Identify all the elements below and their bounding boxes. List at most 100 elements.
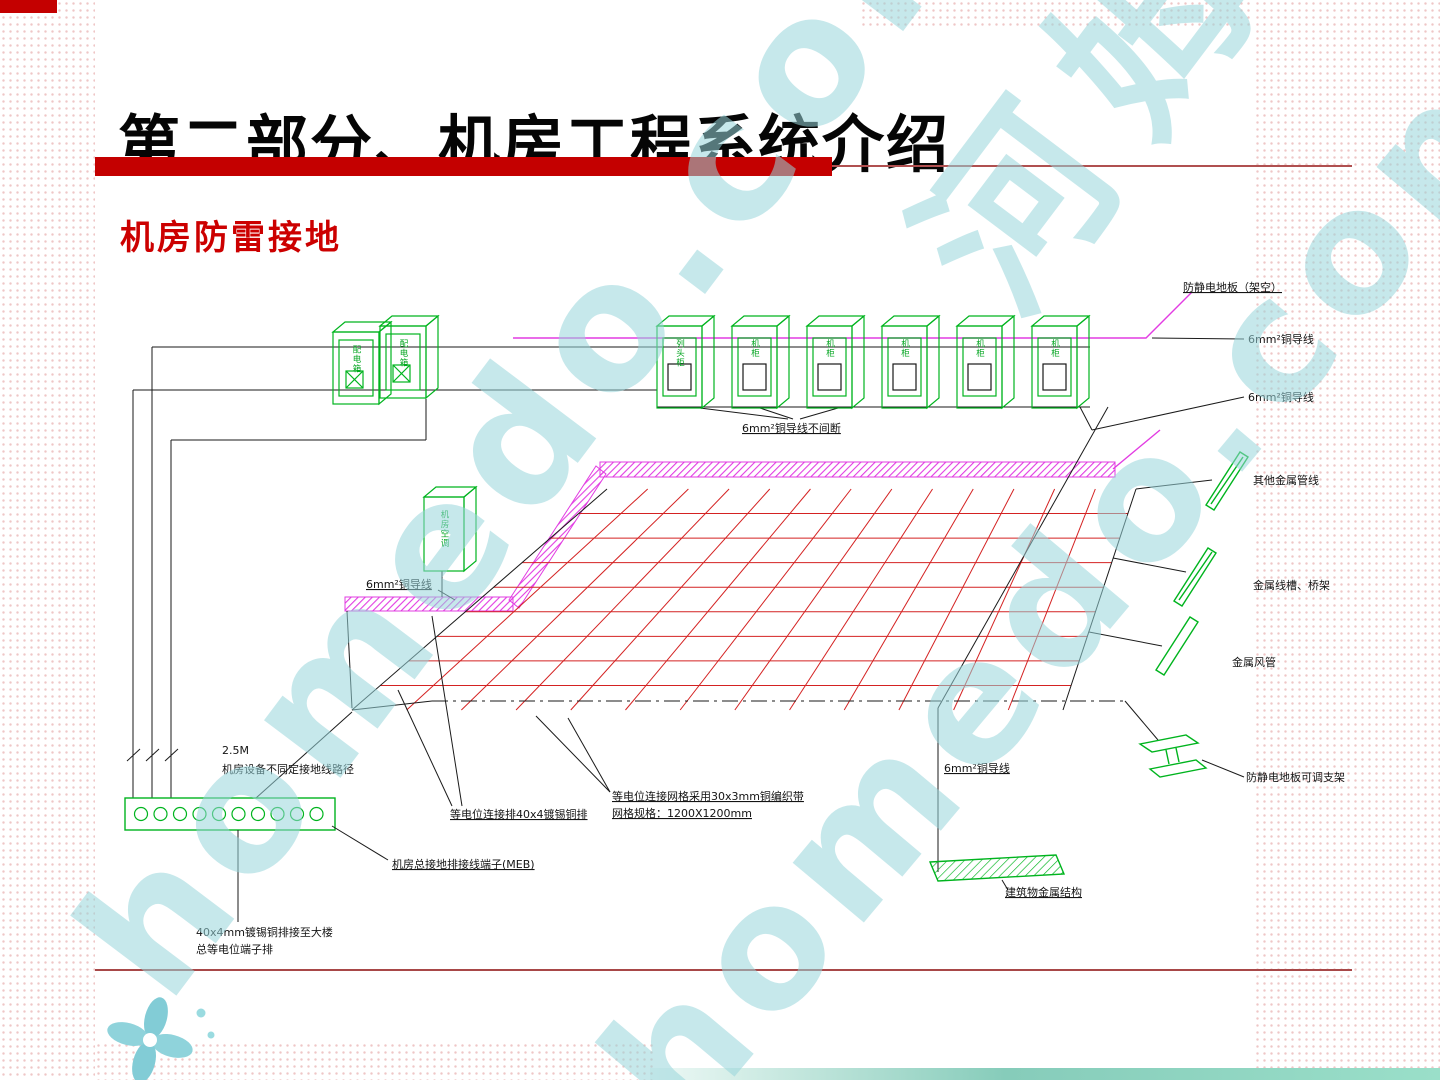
section-subtitle: 机房防雷接地 [120, 220, 342, 257]
leader-line [1001, 879, 1009, 891]
label-copper-wire-b: 6mm²铜导线 [1248, 390, 1314, 404]
label-main-terminal: 机房总接地排接线端子(MEB) [392, 857, 535, 871]
leader-line [759, 407, 794, 420]
leader-line [1151, 337, 1245, 340]
leader-line [437, 589, 456, 601]
server-rack: 机柜 [1030, 314, 1091, 410]
floor-grid-line [789, 488, 933, 711]
power-distribution-box: 配电箱 [378, 314, 440, 400]
bonding-connectors [1001, 479, 1245, 891]
server-rack: 列头柜 [655, 314, 716, 410]
metal-pipe-shape [1205, 451, 1249, 511]
leader-line [799, 407, 839, 420]
down-conductor [937, 406, 1109, 709]
equipment-cabinets: 配电箱配电箱列头柜机柜机柜机柜机柜机柜机房空调 [331, 314, 1091, 573]
floor-grid-line [734, 488, 893, 711]
cabinet-label: 配电箱 [398, 339, 408, 368]
label-antistatic-floor: 防静电地板（架空） [1183, 280, 1282, 294]
metal-air-duct [1155, 616, 1199, 676]
bonding-wire [1124, 700, 1159, 741]
floor-grid-line [679, 488, 852, 711]
metal-cable-tray [1173, 547, 1217, 607]
power-distribution-box: 配电箱 [331, 320, 393, 406]
floor-grid-line [625, 488, 811, 711]
dot-texture-top [860, 0, 1254, 26]
floor-edge [351, 700, 433, 711]
support-shape [1138, 734, 1200, 753]
bonding-wire [1112, 557, 1187, 573]
server-rack: 机柜 [730, 314, 791, 410]
floor-edge-line [1112, 429, 1161, 470]
support-shape [1175, 747, 1180, 763]
busbar-hole [192, 806, 207, 822]
label-equipotential-bar: 等电位连接排40x4镀锡铜排 [450, 807, 588, 821]
label-grid-spec-2: 网格规格：1200X1200mm [612, 806, 752, 820]
cable-tray-shape [1178, 551, 1213, 601]
air-duct-shape [1155, 616, 1199, 676]
label-copper-wire-a: 6mm²铜导线 [1248, 332, 1314, 346]
leader-line [397, 689, 453, 807]
red-corner-bar [0, 0, 57, 13]
floor-bonding-grid [380, 488, 1128, 711]
floor-outline [255, 406, 1137, 872]
busbar-hole [250, 806, 266, 822]
label-to-building-2: 总等电位端子排 [196, 942, 273, 956]
flower-petals [107, 997, 215, 1080]
busbar-hole [172, 806, 188, 822]
equipotential-band-diagonal [508, 465, 607, 609]
label-copper-wire-d: 6mm²铜导线 [944, 761, 1010, 775]
label-grid-spec-1: 等电位连接网格采用30x3mm铜编织带 [612, 789, 804, 803]
cabinet-label: 机柜 [900, 338, 910, 358]
busbar-hole [211, 806, 227, 822]
busbar-hole [309, 806, 324, 822]
floor-grid-line [898, 488, 1015, 711]
support-shape [1148, 759, 1208, 778]
equipotential-band-left [344, 596, 514, 612]
server-rack: 机柜 [880, 314, 941, 410]
floor-grid-line [843, 488, 974, 711]
leader-line [535, 715, 611, 793]
floor-grid-line [515, 488, 730, 711]
building-steel-beam [928, 854, 1066, 882]
floor-edge-line [513, 291, 1193, 339]
label-copper-wire-c: 6mm²铜导线 [366, 577, 432, 591]
ground-busbar [124, 797, 389, 922]
wire-line [346, 610, 353, 709]
busbar-wires [237, 825, 389, 922]
bottom-bar [650, 1068, 1440, 1080]
leader-line [431, 615, 463, 807]
leader-line [1091, 396, 1245, 431]
ac-unit: 机房空调 [422, 485, 478, 573]
server-rack: 机柜 [955, 314, 1016, 410]
floor-pedestal-support [1138, 734, 1208, 778]
dot-texture-right [1254, 0, 1440, 1080]
metal-pipe-shape [1210, 456, 1244, 505]
diagram-labels: 防静电地板（架空） 6mm²铜导线 6mm²铜导线 其他金属管线 金属线槽、桥架… [196, 280, 1345, 956]
leader-line [1201, 759, 1245, 778]
leader-line [699, 407, 789, 420]
cabinet-label: 配电箱 [351, 345, 361, 374]
support-shape [1165, 749, 1170, 765]
label-metal-tray: 金属线槽、桥架 [1253, 578, 1330, 592]
busbar-hole [231, 806, 246, 822]
wire-line [1079, 406, 1093, 431]
title-rule-thick [95, 157, 832, 176]
floor-grid-line [1007, 488, 1096, 711]
floor-grid-line [953, 488, 1056, 711]
tick-mark [164, 748, 179, 762]
other-metal-pipe [1205, 451, 1249, 511]
cabinet-label: 列头柜 [675, 338, 685, 367]
connection-wires [126, 337, 1245, 798]
flower-dot [196, 1008, 206, 1018]
cabinet-label: 机房空调 [439, 509, 449, 548]
label-floor-support: 防静电地板可调支架 [1246, 770, 1345, 784]
label-building-structure: 建筑物金属结构 [1005, 885, 1082, 899]
busbar-hole [270, 806, 285, 822]
cabinet-label: 机柜 [750, 338, 760, 358]
flower-dot [207, 1031, 215, 1039]
equipotential-conductor [344, 291, 1193, 612]
floor-edge [1062, 488, 1137, 711]
floor-grid-line [461, 488, 689, 711]
